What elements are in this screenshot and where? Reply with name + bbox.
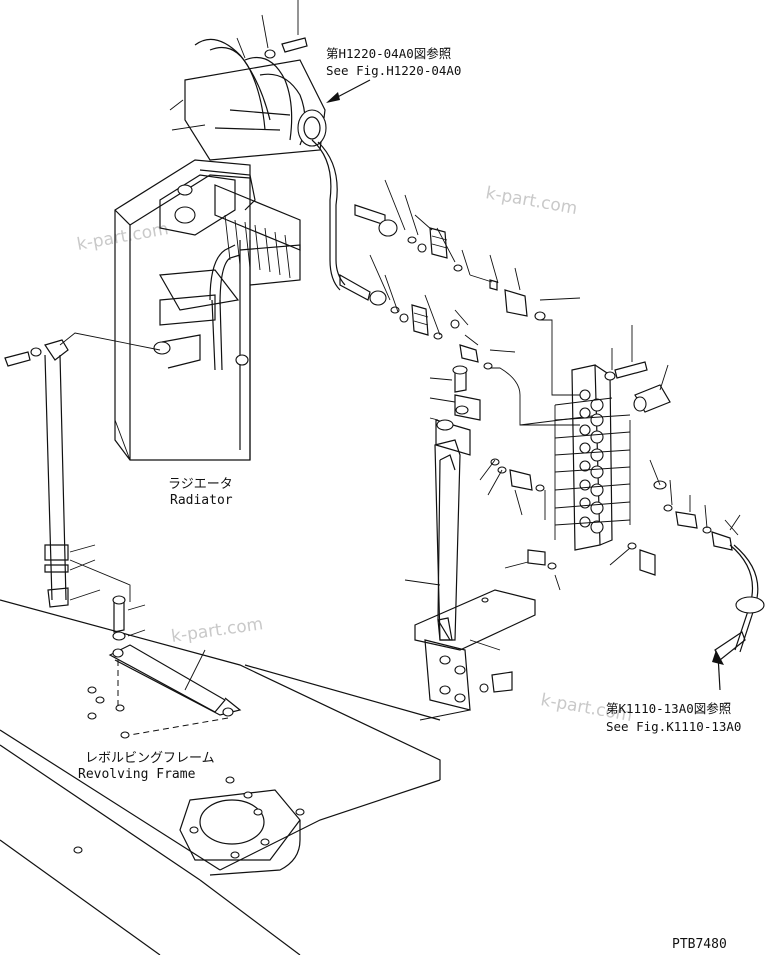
frame-label-en: Revolving Frame xyxy=(78,767,196,782)
radiator-label-en: Radiator xyxy=(170,493,233,508)
stay-rod xyxy=(4,332,161,608)
radiator-label-jp: ラジエータ xyxy=(168,477,233,492)
ref-bottom-jp: 第K1110-13A0図参照 xyxy=(606,701,731,716)
drawing-code: PTB7480 xyxy=(672,937,727,952)
ref-top-en: See Fig.H1220-04A0 xyxy=(326,63,461,78)
terminal-block xyxy=(479,325,765,691)
ref-bottom-en: See Fig.K1110-13A0 xyxy=(606,719,741,734)
terminal-ports xyxy=(579,389,604,534)
watermark-1: k-part.com xyxy=(484,183,579,219)
ref-top-jp: 第H1220-04A0図参照 xyxy=(326,46,451,61)
watermarks: k-part.com k-part.com k-part.com k-part.… xyxy=(75,183,633,726)
frame-label-jp: レボルビングフレーム xyxy=(85,751,215,766)
watermark-3: k-part.com xyxy=(170,614,264,647)
sensor-bracket xyxy=(404,365,536,721)
revolving-frame xyxy=(0,595,441,955)
sensor-tubes xyxy=(311,139,581,426)
radiator xyxy=(114,159,301,461)
intake-hose-assembly xyxy=(169,0,371,161)
watermark-2: k-part.com xyxy=(75,219,170,255)
